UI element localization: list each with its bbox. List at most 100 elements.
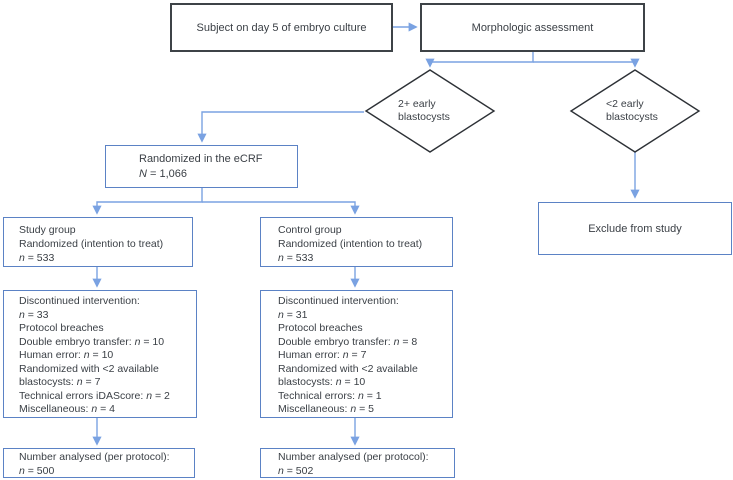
n-symbol: n	[278, 464, 284, 477]
n-value: = 533	[283, 252, 314, 264]
italic-part: n	[91, 403, 98, 415]
italic-part: n	[146, 389, 153, 402]
detail-line: Human error: n = 10	[19, 349, 193, 363]
text-part: Double embryo transfer:	[19, 335, 135, 348]
decision-2plus-label: 2+ early blastocysts	[398, 98, 478, 124]
text-part: Technical errors iDAScore:	[19, 389, 147, 402]
detail-line: Miscellaneous: n = 5	[278, 403, 449, 417]
assessment-box: Morphologic assessment	[420, 3, 645, 52]
connector-2plus-to-randomized	[197, 111, 364, 143]
detail-line: Miscellaneous: n = 4	[19, 403, 193, 417]
study-group-title: Study group	[19, 224, 76, 236]
text-part: = 4	[97, 403, 116, 415]
detail-line: Double embryo transfer: n = 8	[278, 336, 449, 350]
discontinued-left-box: Discontinued intervention: n = 33 Protoc…	[3, 290, 197, 418]
italic-part: n	[76, 376, 83, 388]
n-value: = 500	[24, 464, 55, 477]
control-group-title: Control group	[278, 224, 342, 236]
detail-line: Randomized with <2 available blastocysts…	[278, 363, 449, 390]
text-part: Randomized with <2 available blastocysts…	[278, 362, 418, 389]
analysed-title: Number analysed (per protocol):	[278, 451, 429, 463]
text-part: Randomized with <2 available blastocysts…	[19, 362, 159, 389]
n-symbol: n	[278, 252, 284, 264]
decision-line: blastocysts	[606, 111, 658, 123]
study-group-box: Study group Randomized (intention to tre…	[3, 217, 193, 267]
detail-line: n = 31	[278, 309, 449, 323]
study-group-subtitle: Randomized (intention to treat)	[19, 238, 164, 250]
text-part: = 33	[24, 308, 49, 321]
italic-part: n	[335, 376, 342, 388]
italic-part: n	[342, 349, 349, 361]
text-part: = 31	[283, 308, 308, 321]
connector-randomized-to-control	[202, 201, 360, 215]
detail-line: Technical errors iDAScore: n = 2	[19, 390, 193, 404]
n-value: = 533	[24, 252, 55, 264]
study-group-count: n = 533	[19, 251, 188, 265]
control-group-box: Control group Randomized (intention to t…	[260, 217, 453, 267]
text-part: = 10	[140, 335, 165, 348]
text-part: = 5	[356, 403, 375, 415]
discontinued-right-box: Discontinued intervention: n = 31 Protoc…	[260, 290, 453, 418]
decision-line: blastocysts	[398, 111, 450, 123]
connector-randomized-to-study	[92, 188, 203, 215]
text-part: = 2	[152, 389, 170, 402]
assessment-box-label: Morphologic assessment	[471, 21, 594, 34]
control-group-count: n = 533	[278, 251, 448, 265]
detail-line: Protocol breaches	[19, 322, 193, 336]
text-part: = 10	[89, 349, 114, 361]
detail-line: Double embryo transfer: n = 10	[19, 336, 193, 350]
text-part: Human error:	[278, 349, 343, 361]
text-part: Double embryo transfer:	[278, 335, 394, 348]
connector-assessment-to-2plus-diamond	[425, 51, 534, 68]
text-part: = 1	[363, 389, 382, 402]
randomized-title: Randomized in the eCRF	[139, 153, 263, 165]
n-value: = 502	[283, 464, 314, 477]
exclude-box: Exclude from study	[538, 202, 732, 255]
text-part: Discontinued intervention:	[278, 295, 399, 307]
italic-part: n	[357, 389, 364, 402]
n-value: = 1,066	[146, 168, 188, 180]
analysed-count: n = 500	[19, 465, 191, 479]
decision-line: <2 early	[606, 98, 644, 110]
randomized-box: Randomized in the eCRF N = 1,066	[105, 145, 298, 188]
exclude-box-label: Exclude from study	[588, 222, 682, 235]
italic-part: n	[350, 403, 357, 415]
detail-line: Protocol breaches	[278, 322, 449, 336]
italic-part: n	[83, 349, 90, 361]
decision-line: 2+ early	[398, 98, 436, 110]
decision-diamond-less2	[569, 69, 701, 153]
detail-line: Discontinued intervention:	[19, 295, 193, 309]
detail-line: n = 33	[19, 309, 193, 323]
text-part: Human error:	[19, 349, 84, 361]
detail-line: Discontinued intervention:	[278, 295, 449, 309]
detail-line: Human error: n = 7	[278, 349, 449, 363]
n-symbol: n	[19, 252, 25, 264]
analysed-left-box: Number analysed (per protocol): n = 500	[3, 448, 195, 478]
italic-part: n	[19, 308, 25, 321]
detail-line: Randomized with <2 available blastocysts…	[19, 363, 193, 390]
text-part: Technical errors:	[278, 389, 358, 402]
text-part: Protocol breaches	[19, 322, 104, 334]
control-group-subtitle: Randomized (intention to treat)	[278, 238, 423, 250]
decision-diamond-2plus	[364, 69, 496, 153]
analysed-title: Number analysed (per protocol):	[19, 451, 170, 463]
n-symbol: N	[139, 168, 147, 180]
italic-part: n	[278, 308, 284, 321]
n-symbol: n	[19, 464, 25, 477]
text-part: = 8	[399, 335, 418, 348]
connector-assessment-to-less2-diamond	[533, 58, 640, 68]
detail-line: Technical errors: n = 1	[278, 390, 449, 404]
subject-box: Subject on day 5 of embryo culture	[170, 3, 393, 52]
text-part: Miscellaneous:	[19, 403, 92, 415]
italic-part: n	[393, 335, 400, 348]
text-part: = 7	[348, 349, 367, 361]
decision-less2-label: <2 early blastocysts	[606, 98, 686, 124]
subject-box-label: Subject on day 5 of embryo culture	[196, 21, 367, 34]
text-part: = 7	[82, 376, 101, 388]
analysed-right-box: Number analysed (per protocol): n = 502	[260, 448, 455, 478]
text-part: Miscellaneous:	[278, 403, 351, 415]
italic-part: n	[134, 335, 141, 348]
analysed-count: n = 502	[278, 465, 451, 479]
